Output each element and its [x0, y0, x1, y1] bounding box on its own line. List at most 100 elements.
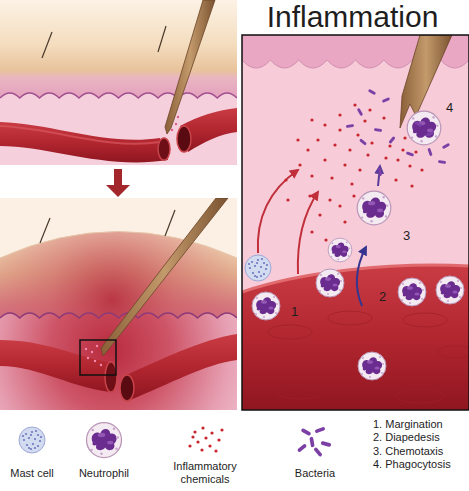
chemical-dot — [328, 198, 331, 201]
chemical-dot — [284, 178, 287, 181]
endothelial-cell — [396, 389, 444, 403]
chemical-dot — [410, 184, 413, 187]
legend-entry: Mast cell — [3, 467, 61, 480]
skin-wave — [0, 93, 237, 98]
mast-cell-icon — [19, 427, 45, 453]
hair — [165, 210, 175, 236]
chemical-dot — [220, 428, 223, 431]
neutrophil — [398, 278, 426, 306]
legend-entry: Inflammatory chemicals — [167, 460, 243, 486]
bacterium — [378, 168, 382, 176]
tissue — [242, 35, 469, 410]
chemical-dot — [420, 168, 423, 171]
callout-number: 1 — [291, 304, 298, 319]
arrow-head — [106, 185, 130, 197]
chemical-dot — [204, 436, 207, 439]
arrow-shaft — [114, 169, 122, 185]
bacterium — [346, 124, 354, 128]
chemical-dot — [353, 103, 356, 106]
splinter — [101, 198, 228, 356]
mast-cell — [245, 255, 271, 281]
neutrophil — [252, 292, 280, 320]
skin-panel — [0, 198, 237, 410]
chemical-dot — [370, 141, 373, 144]
migration-arrow — [357, 247, 366, 306]
chemical-dot — [310, 118, 313, 121]
skin-wave — [0, 313, 237, 318]
chemical-dot — [296, 138, 299, 141]
chemical-dot — [396, 158, 399, 161]
bacterium — [382, 97, 390, 103]
vessel-cut — [105, 362, 117, 392]
bacterium — [368, 89, 376, 95]
vessel-highlight — [0, 126, 160, 144]
chemical-dot — [85, 348, 87, 350]
legend-label: Neutrophil — [64, 467, 144, 480]
vessel-cut — [177, 126, 191, 152]
endothelial-cell — [437, 346, 469, 358]
chemical-dot — [358, 168, 361, 171]
chemical-dot — [217, 438, 220, 441]
chemical-dot — [368, 108, 371, 111]
chemical-dot — [323, 158, 326, 161]
chemical-dot — [338, 113, 341, 116]
chemical-dot — [343, 220, 346, 223]
bacterium — [357, 108, 363, 116]
swelling-outline — [0, 232, 237, 259]
chemical-dot — [201, 426, 204, 429]
label-slot: 4. Phagocytosis — [373, 458, 451, 471]
bacterium — [321, 441, 332, 447]
redness — [0, 198, 237, 318]
label-slot: 1. Margination — [373, 418, 443, 431]
bacterium — [388, 136, 395, 144]
down-arrow — [106, 169, 130, 197]
hair — [40, 218, 50, 243]
chemical-dot — [208, 444, 211, 447]
chemical-dot — [343, 163, 346, 166]
chemical-dot — [323, 123, 326, 126]
panel-border — [242, 35, 469, 410]
bacterium — [313, 447, 322, 457]
step-label: 4. Phagocytosis — [373, 458, 451, 471]
chemical-dot — [363, 119, 366, 122]
chemical-dot — [348, 148, 351, 151]
closeup-panel — [242, 35, 469, 410]
blood-vessel — [0, 122, 168, 162]
bacterium — [374, 128, 382, 132]
bacterium — [414, 121, 422, 127]
legend-label: Inflammatory chemicals — [167, 460, 243, 486]
chemical-dot — [408, 164, 411, 167]
callout-number: 2 — [379, 289, 386, 304]
chemical-dot — [350, 182, 353, 185]
legend-entry: Bacteria — [275, 467, 355, 480]
step-label: 1. Margination — [373, 418, 443, 431]
epidermis — [0, 198, 237, 318]
chemical-dot — [191, 435, 194, 438]
chemical-dot — [310, 230, 313, 233]
bacterium — [406, 151, 414, 156]
dermis — [0, 0, 237, 165]
chemical-dot — [338, 204, 341, 207]
dermis — [0, 198, 237, 410]
neutrophil — [407, 111, 441, 145]
hair — [158, 26, 166, 52]
callout-number: 4 — [446, 100, 453, 115]
chemical-dot — [87, 357, 89, 359]
step-label: 2. Diapedesis — [373, 431, 440, 444]
vessel-cut — [120, 375, 134, 401]
bacterium — [309, 437, 314, 448]
label-slot: 1 — [291, 304, 298, 319]
splinter — [165, 0, 215, 134]
bacterium — [314, 427, 325, 434]
hair — [42, 32, 52, 58]
label-slot: 4 — [446, 100, 453, 115]
chemical-dot — [388, 144, 391, 147]
skin-panel — [0, 0, 237, 165]
chemical-dot — [366, 153, 369, 156]
blood-vessel — [242, 265, 469, 410]
chemical-dot — [308, 194, 311, 197]
chemical-dot — [94, 360, 96, 362]
chemical-dot — [414, 150, 417, 153]
chemical-dot — [324, 238, 327, 241]
